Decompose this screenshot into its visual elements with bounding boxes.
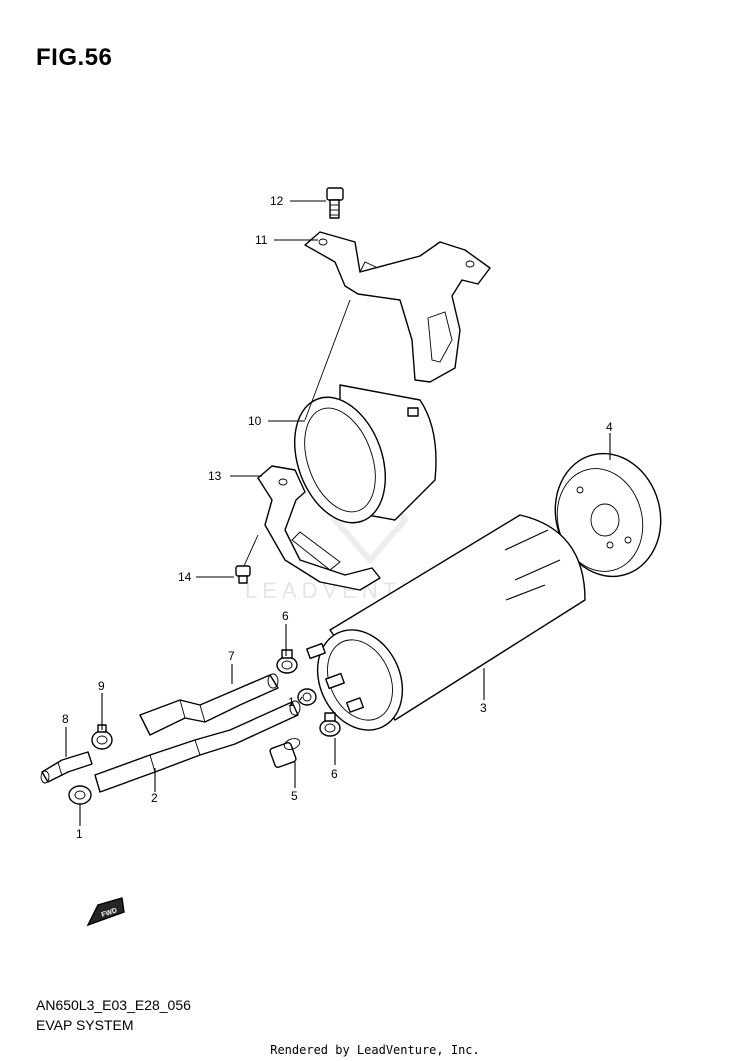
callout-4: 4 [606,420,613,434]
part-3-canister [306,514,586,731]
callout-10: 10 [248,414,262,428]
part-14-bolt [235,565,251,584]
part-13-bracket [257,465,381,591]
callout-13: 13 [208,469,222,483]
part-8-fitting [40,751,93,784]
callout-1-mid: 1 [288,695,295,709]
leader-lines [65,200,611,826]
part-2-hose [94,700,301,793]
part-1-clamp-left [68,785,92,805]
model-code: AN650L3_E03_E28_056 [36,997,191,1013]
callout-11: 11 [255,233,268,247]
section-name: EVAP SYSTEM [36,1017,134,1033]
rendered-by-credit: Rendered by LeadVenture, Inc. [270,1043,480,1057]
part-10-cushion [294,384,437,524]
part-12-bolt [326,187,344,219]
callout-9: 9 [98,679,105,693]
callout-1-left: 1 [76,827,83,841]
part-6-clamp-upper [276,649,298,674]
callout-2: 2 [151,791,158,805]
fwd-arrow-icon: FWD [86,897,125,927]
part-6-clamp-lower [319,712,341,737]
callout-7: 7 [228,649,235,663]
fwd-label: FWD [101,907,118,919]
part-4-end-cap [554,452,662,578]
callout-6-lower: 6 [331,767,338,781]
callout-6-upper: 6 [282,609,289,623]
part-11-bracket [304,231,491,383]
figure-title: FIG.56 [36,44,113,71]
callout-12: 12 [270,194,284,208]
callout-14: 14 [178,570,192,584]
callout-3: 3 [480,701,487,715]
callout-8: 8 [62,712,69,726]
callout-5: 5 [291,789,298,803]
callout-labels: 12 11 10 13 14 4 3 6 6 7 9 8 1 1 2 5 [62,194,613,841]
part-1-clamp-mid [297,688,317,706]
part-7-hose [139,673,279,736]
part-5-cap [269,738,301,769]
